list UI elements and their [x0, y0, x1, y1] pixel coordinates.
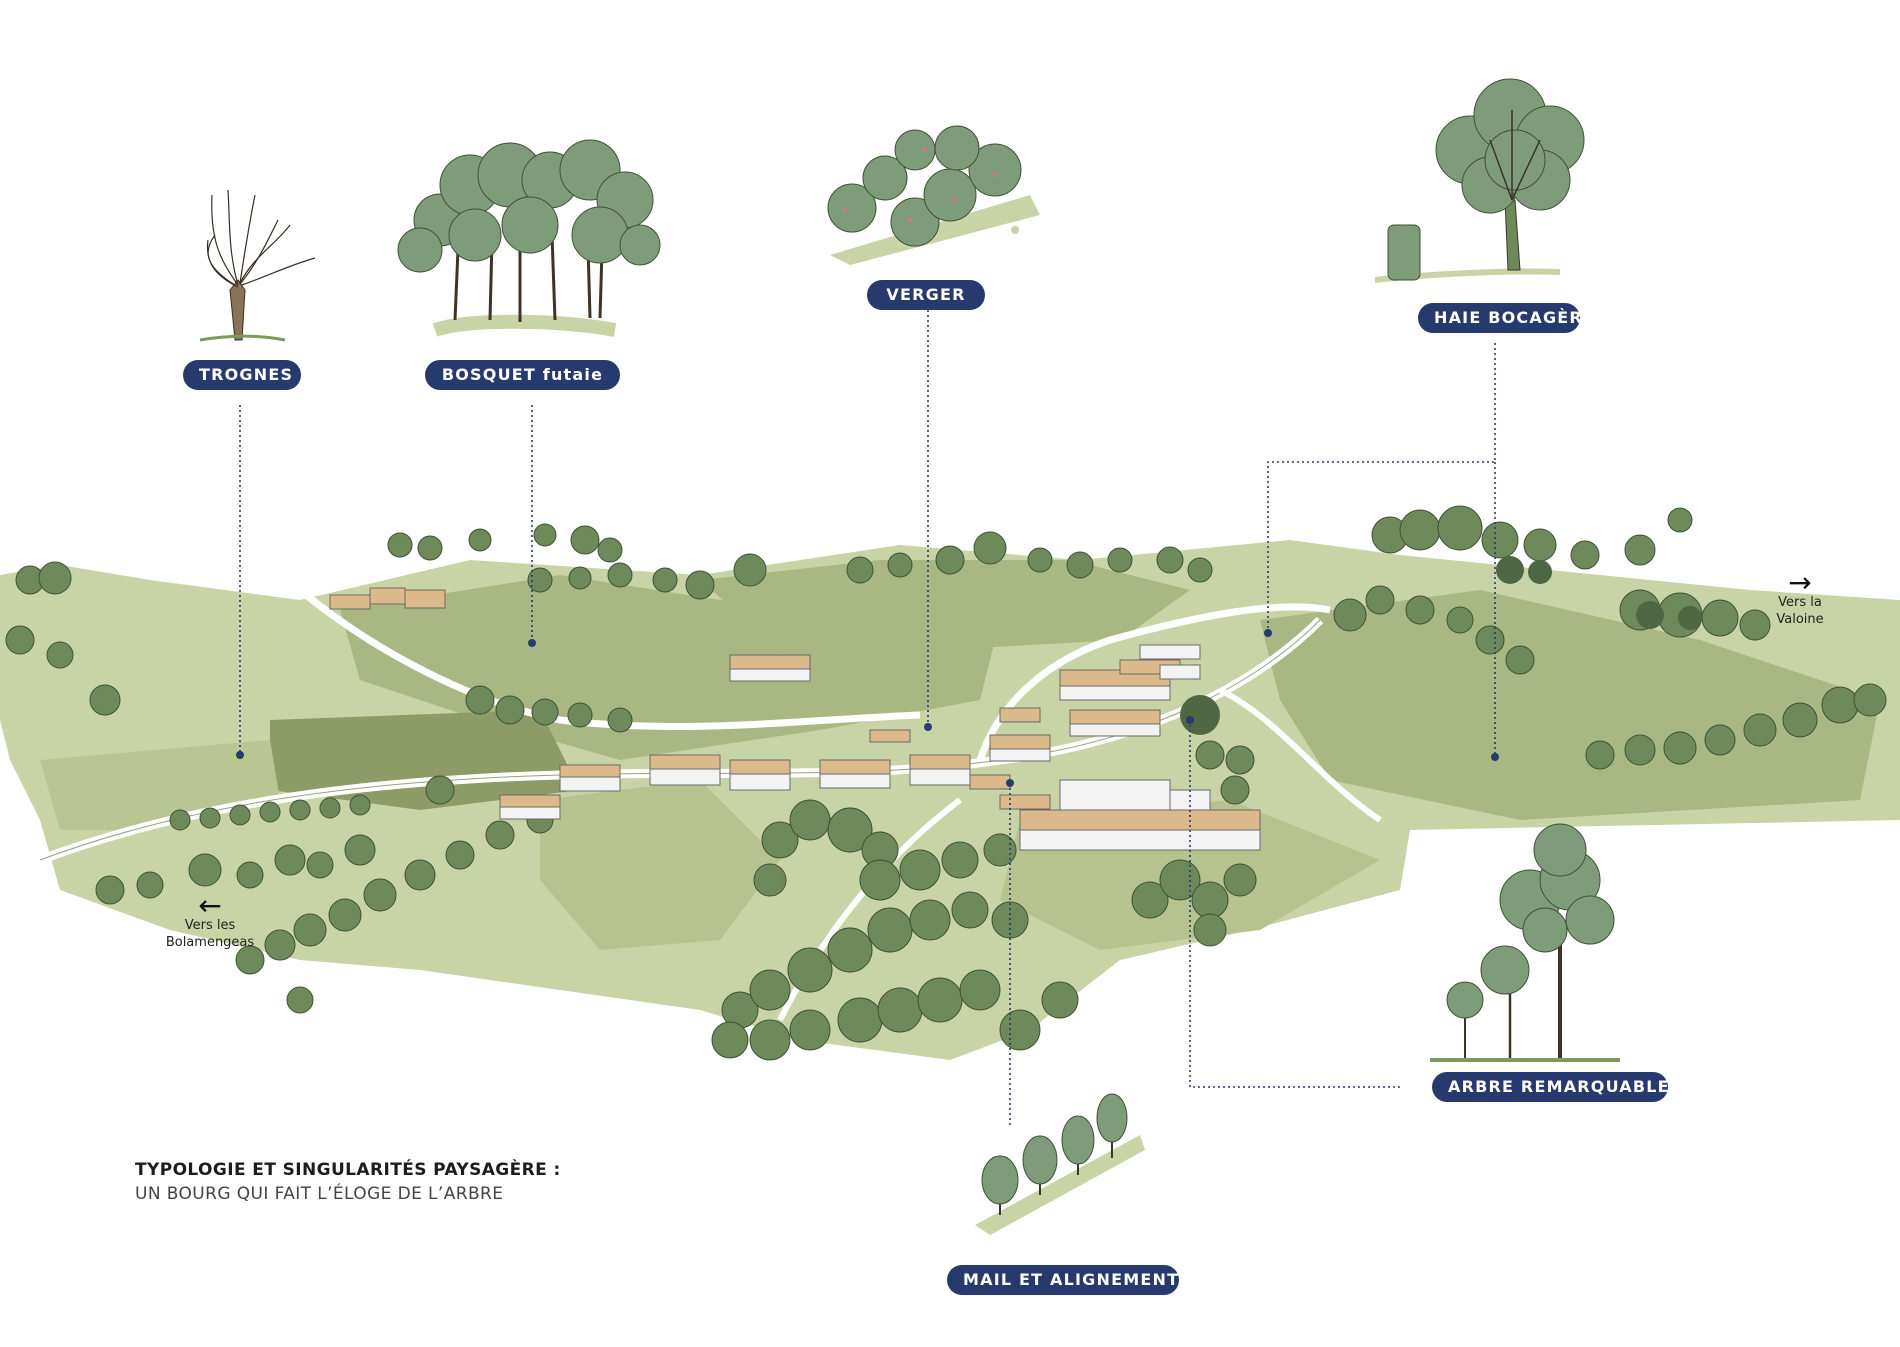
label-bosquet: BOSQUET futaie	[425, 360, 620, 390]
trognes-illustration	[199, 189, 316, 342]
direction-left: ← Vers les Bolamengeas	[158, 889, 262, 951]
arrow-right-icon: →	[1788, 566, 1812, 599]
caption-title: TYPOLOGIE ET SINGULARITÉS PAYSAGÈRE :	[135, 1160, 561, 1180]
arrow-left-icon: ←	[198, 889, 222, 922]
label-arbre-remarquable: ARBRE REMARQUABLE	[1432, 1072, 1669, 1102]
direction-left-line2: Bolamengeas	[165, 935, 255, 950]
haie-bocagere-illustration	[1374, 78, 1585, 283]
leader-dots	[236, 629, 1499, 787]
mail-alignement-illustration	[975, 1093, 1145, 1235]
direction-right-line1: Vers la	[1778, 595, 1822, 610]
direction-right-line2: Valoine	[1776, 612, 1824, 627]
direction-left-line1: Vers les	[184, 918, 236, 933]
verger-illustration	[827, 125, 1040, 265]
arbre-remarquable-illustration	[1430, 823, 1620, 1062]
village-buildings	[329, 587, 1261, 851]
label-haie-bocagere: HAIE BOCAGÈRE	[1418, 303, 1594, 333]
bosquet-illustration	[397, 139, 661, 337]
tree-clusters	[5, 505, 1887, 1061]
label-mail-alignement: MAIL ET ALIGNEMENT	[947, 1265, 1179, 1295]
label-trognes: TROGNES	[183, 360, 301, 390]
caption-subtitle: UN BOURG QUI FAIT L’ÉLOGE DE L’ARBRE	[135, 1184, 504, 1204]
caption: TYPOLOGIE ET SINGULARITÉS PAYSAGÈRE : UN…	[135, 1160, 561, 1204]
direction-right: → Vers la Valoine	[1760, 566, 1840, 628]
leader-lines	[239, 310, 1496, 1125]
label-verger: VERGER	[867, 280, 985, 310]
